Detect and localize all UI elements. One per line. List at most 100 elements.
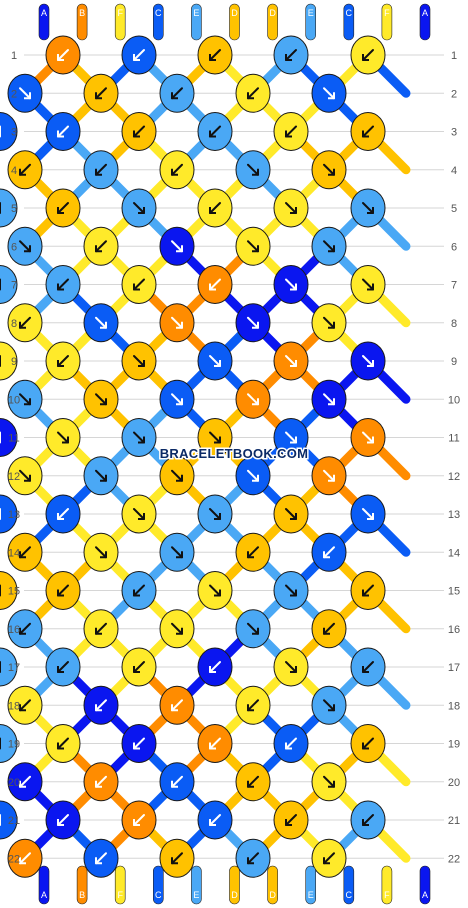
bottom-string-stub [191, 865, 202, 905]
arrow-head-icon [95, 245, 102, 253]
arrow-head-icon [362, 819, 369, 826]
knot [273, 418, 309, 457]
knot [197, 188, 233, 228]
knot [350, 418, 386, 457]
arrow-down-left-icon [362, 49, 374, 61]
row-number-right: 11 [448, 433, 459, 445]
knot [45, 724, 81, 763]
knot [273, 800, 309, 840]
arrow-head-icon [290, 666, 297, 673]
row-number-right: 6 [451, 241, 457, 253]
arrow-head-icon [328, 398, 335, 406]
knot [235, 685, 271, 725]
bottom-string-stub [305, 865, 317, 905]
arrow-down-left-icon [95, 852, 107, 865]
row-number-right: 3 [451, 127, 457, 139]
arrow-head-icon [323, 551, 330, 559]
row-number-right: 9 [451, 356, 457, 368]
knot [273, 571, 309, 610]
arrow-head-icon [176, 551, 183, 559]
arrow-down-left-icon [209, 49, 221, 61]
arrow-head-icon [138, 436, 145, 444]
arrow-down-right-icon [323, 393, 335, 406]
knot [83, 762, 119, 802]
arrow-down-right-icon [285, 202, 297, 214]
row-number-right: 20 [448, 777, 460, 789]
top-string-stub [153, 3, 164, 41]
knot [45, 265, 81, 304]
row-number-left: 10 [8, 394, 20, 406]
arrow-down-right-icon [19, 240, 31, 253]
arrow-down-right-icon [133, 355, 145, 367]
knot-oval [0, 112, 18, 151]
arrow-head-icon [209, 130, 216, 138]
arrow-down-left-icon [323, 622, 335, 635]
knot [0, 800, 18, 840]
knot [83, 226, 119, 266]
arrow-head-icon [19, 551, 26, 559]
arrow-down-right-icon [247, 393, 259, 406]
knot [0, 494, 18, 534]
knot [350, 341, 386, 381]
arrow-down-left-icon [247, 699, 259, 712]
arrow-head-icon [367, 513, 374, 520]
bottom-string-label: F [384, 890, 390, 900]
row-number-left: 3 [11, 127, 17, 139]
arrow-down-left-icon [171, 87, 183, 100]
knot [45, 418, 81, 457]
arrow-head-icon [19, 780, 26, 788]
bottom-string-label: C [155, 890, 162, 900]
arrow-head-icon [328, 245, 335, 253]
arrow-head-icon [214, 360, 221, 367]
row-number-left: 1 [11, 50, 17, 62]
knot [311, 456, 347, 496]
knot [7, 303, 43, 343]
row-number-right: 1 [451, 50, 457, 62]
bottom-string-stub [114, 865, 126, 905]
top-string-label: C [155, 8, 162, 18]
arrow-head-icon [247, 551, 254, 559]
top-string-label: E [193, 8, 199, 18]
knot [235, 456, 271, 496]
arrow-down-right-icon [323, 87, 335, 100]
arrow-down-right-icon [323, 469, 335, 482]
arrow-down-left-icon [323, 852, 335, 865]
knot [83, 150, 119, 190]
bottom-string-label: D [231, 890, 238, 900]
arrow-head-icon [176, 398, 183, 406]
arrow-head-icon [328, 704, 335, 712]
bottom-string-label: C [346, 890, 353, 900]
arrow-head-icon [362, 666, 369, 673]
top-string-label: F [384, 8, 390, 18]
arrow-down-right-icon [19, 393, 31, 406]
arrow-down-left-icon [95, 622, 107, 635]
knot [83, 73, 119, 113]
knot [121, 724, 157, 763]
arrow-head-icon [290, 207, 297, 214]
arrow-down-right-icon [323, 699, 335, 712]
arrow-down-left-icon [362, 737, 374, 750]
knot [350, 265, 386, 304]
row-number-right: 17 [448, 662, 460, 674]
top-string-stub [114, 3, 126, 41]
knot-oval [0, 647, 18, 687]
row-number-left: 14 [8, 547, 20, 559]
knot [235, 379, 271, 419]
knot [197, 35, 233, 75]
arrow-head-icon [252, 321, 259, 329]
top-string-label: C [346, 8, 353, 18]
knot [350, 35, 386, 75]
arrow-down-left-icon [57, 737, 69, 750]
bottom-string-label: A [41, 890, 47, 900]
arrow-head-icon [138, 513, 145, 520]
arrow-head-icon [247, 704, 254, 712]
row-number-left: 19 [8, 739, 20, 751]
knot [121, 418, 157, 457]
arrow-down-right-icon [133, 431, 145, 444]
row-number-left: 11 [8, 433, 19, 445]
arrow-down-right-icon [247, 316, 259, 329]
arrow-head-icon [252, 627, 259, 635]
knot [311, 73, 347, 113]
knot [235, 762, 271, 802]
